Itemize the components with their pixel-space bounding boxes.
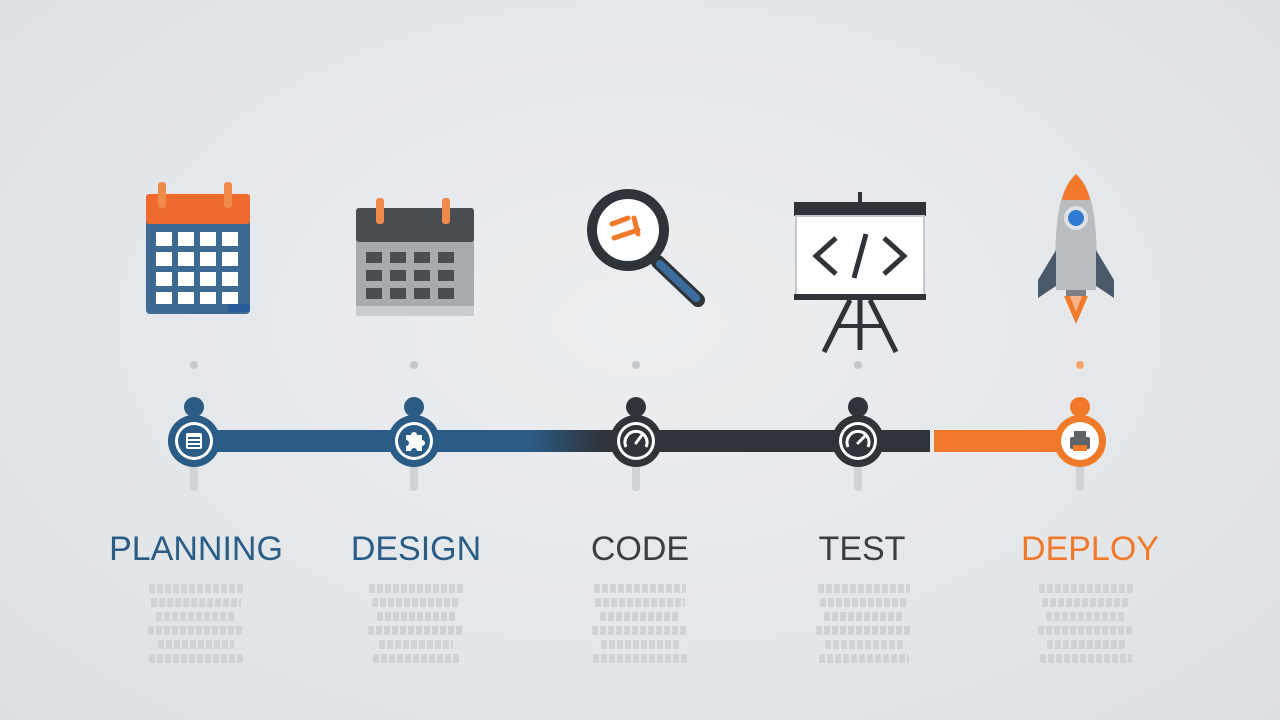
marker-dot — [632, 361, 640, 369]
marker-dot — [854, 361, 862, 369]
timeline-track-transition — [530, 430, 600, 452]
marker-dot — [1076, 361, 1084, 369]
stage-description-planning — [116, 584, 276, 663]
stage-node-test — [830, 397, 886, 493]
magnifier-icon — [586, 188, 710, 312]
rocket-icon — [1034, 172, 1118, 328]
stage-label-planning: PLANNING — [109, 530, 283, 568]
calendar-grid-icon — [354, 196, 476, 320]
stage-node-planning — [166, 397, 222, 493]
marker-dot — [410, 361, 418, 369]
timeline-track-blue — [194, 430, 530, 452]
calendar-icon — [142, 180, 254, 316]
stage-node-design — [386, 397, 442, 493]
stage-description-code — [560, 584, 720, 663]
stage-node-code — [608, 397, 664, 493]
stage-description-design — [336, 584, 496, 663]
timeline-track-orange — [934, 430, 1080, 452]
code-easel-icon — [790, 190, 930, 356]
stage-node-deploy — [1052, 397, 1108, 493]
marker-dot — [190, 361, 198, 369]
stage-description-deploy — [1006, 584, 1166, 663]
stage-description-test — [784, 584, 944, 663]
stage-label-deploy: DEPLOY — [1021, 530, 1159, 568]
stage-label-code: CODE — [590, 530, 690, 568]
stage-label-test: TEST — [818, 530, 906, 568]
stage-label-design: DESIGN — [350, 530, 482, 568]
